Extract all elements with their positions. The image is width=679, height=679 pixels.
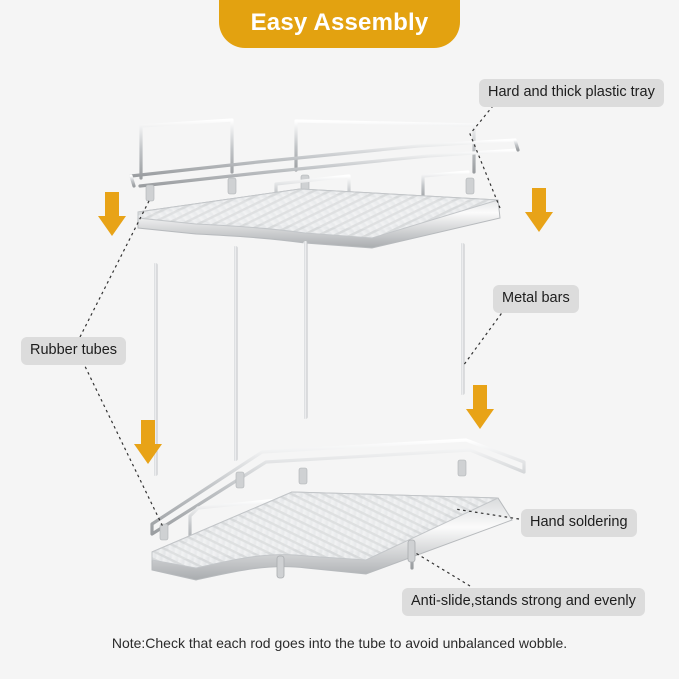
callout-label: Hard and thick plastic tray	[488, 84, 655, 100]
bottom-tray-surface	[151, 491, 499, 569]
rubber-tube-collar-top	[145, 174, 475, 202]
top-tray-surface	[137, 188, 499, 239]
rubber-tube-collar-bottom	[159, 459, 467, 541]
assembly-arrows	[98, 188, 553, 464]
bottom-tier	[150, 438, 526, 581]
callout-label: Metal bars	[502, 290, 570, 306]
callout-label: Hand soldering	[530, 514, 628, 530]
callout-metal-bars: Metal bars	[493, 285, 579, 313]
anti-slide-feet	[276, 539, 416, 579]
arrow-down-bottom-left	[134, 420, 162, 464]
callout-rubber-tubes: Rubber tubes	[21, 337, 127, 365]
arrow-down-bottom-right	[466, 385, 494, 429]
loose-metal-rods	[153, 241, 465, 476]
callout-anti-slide: Anti-slide,stands strong and evenly	[402, 588, 645, 616]
callout-label: Rubber tubes	[30, 342, 118, 358]
title-badge: Easy Assembly	[219, 0, 460, 48]
callout-plastic-tray: Hard and thick plastic tray	[479, 79, 664, 107]
top-tier	[129, 118, 520, 249]
arrow-down-top-left	[98, 192, 126, 236]
page-title: Easy Assembly	[250, 9, 429, 36]
callout-hand-soldering: Hand soldering	[521, 509, 637, 537]
callout-label: Anti-slide,stands strong and evenly	[411, 593, 636, 609]
assembly-note: Note:Check that each rod goes into the t…	[111, 635, 568, 651]
arrow-down-top-right	[525, 188, 553, 232]
